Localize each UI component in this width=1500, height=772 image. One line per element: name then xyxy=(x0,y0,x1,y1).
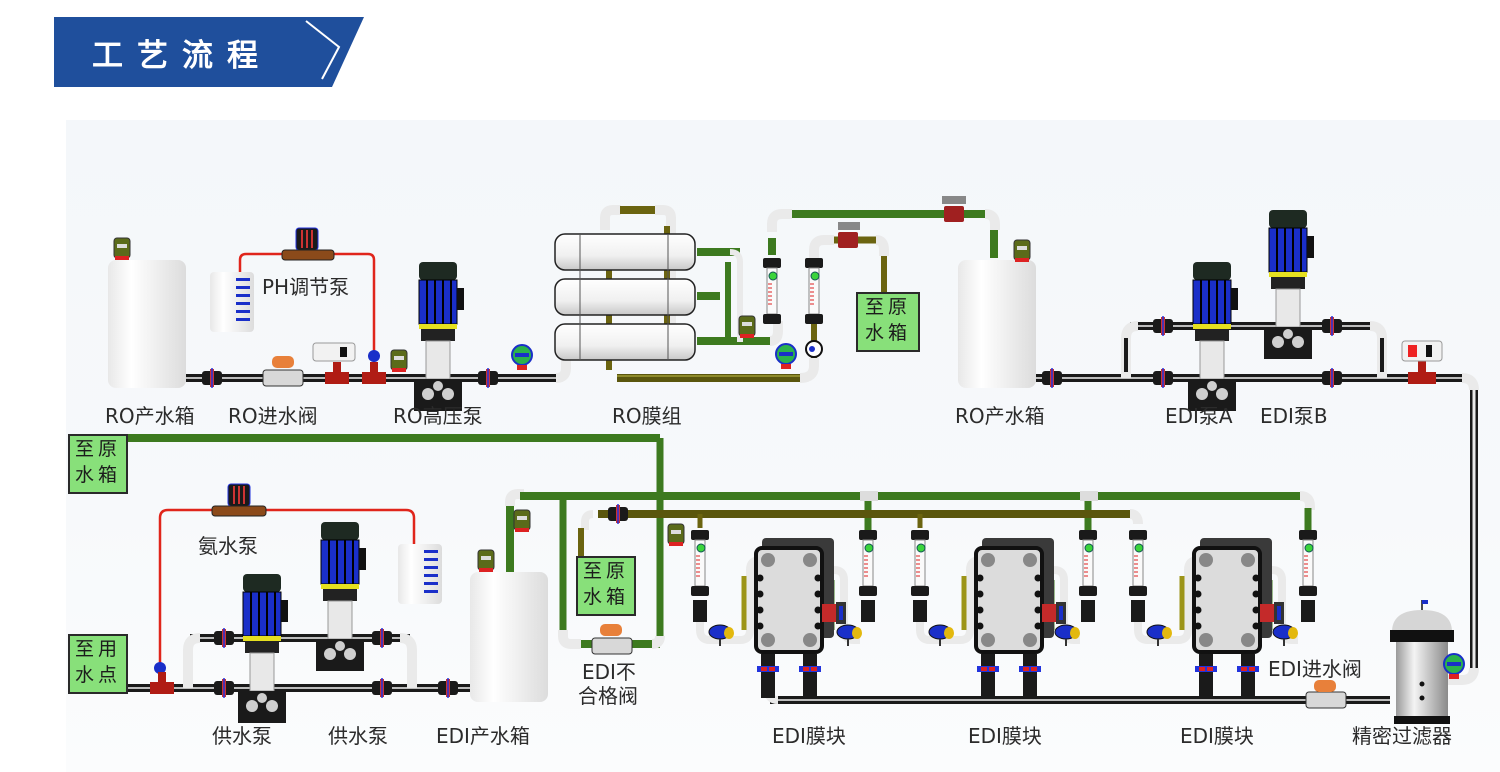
banner-accent-line xyxy=(305,20,341,80)
supply-pipes xyxy=(124,633,475,694)
to-raw-tank-box-3: 至原 水箱 xyxy=(576,556,636,616)
box-line: 水点 xyxy=(74,664,121,686)
label-edi-reject-valve-2: 合格阀 xyxy=(578,684,638,708)
label-supply-pump-2: 供水泵 xyxy=(328,724,388,748)
box-line: 水箱 xyxy=(74,464,121,486)
union-fitting-icon xyxy=(607,503,629,525)
conductivity-meter-icon xyxy=(312,342,356,362)
label-edi-module-2: EDI膜块 xyxy=(968,724,1042,748)
precision-filter-icon[interactable] xyxy=(1390,600,1454,724)
union-fitting-icon xyxy=(371,627,393,649)
label-ro-inlet-valve: RO进水阀 xyxy=(228,404,318,428)
flowmeter-icon xyxy=(690,529,710,597)
union-fitting-icon xyxy=(1152,315,1174,337)
level-sensor-icon xyxy=(477,549,495,573)
box-line: 水箱 xyxy=(864,322,911,344)
product-flowmeter-icon xyxy=(762,257,782,325)
pressure-gauge-icon xyxy=(511,344,533,371)
ro-membrane-vessels[interactable] xyxy=(554,233,696,361)
ro-product-tank-1[interactable] xyxy=(108,260,186,388)
flowmeter-icon xyxy=(910,529,930,597)
label-edi-pump-a: EDI泵A xyxy=(1165,404,1233,428)
supply-pump-1-icon[interactable] xyxy=(237,573,289,724)
edi-concentrate-pipes xyxy=(578,509,1143,556)
level-sensor-icon xyxy=(113,237,131,261)
to-raw-tank-box-2: 至原 水箱 xyxy=(68,434,128,494)
label-edi-inlet-valve: EDI进水阀 xyxy=(1268,657,1362,681)
edi-product-tank[interactable] xyxy=(470,572,548,702)
ammonia-tank-level-icon xyxy=(424,550,438,593)
conductivity-meter-icon xyxy=(1401,340,1443,362)
label-edi-pump-b: EDI泵B xyxy=(1260,404,1328,428)
edi-reject-valve-icon[interactable] xyxy=(591,624,633,655)
label-ro-product-tank-2: RO产水箱 xyxy=(955,404,1045,428)
union-fitting-icon xyxy=(437,677,459,699)
union-fitting-icon xyxy=(1041,367,1063,389)
label-edi-module-1: EDI膜块 xyxy=(772,724,846,748)
to-use-point-box: 至用 水点 xyxy=(68,634,128,694)
ph-dosing-pump-icon[interactable] xyxy=(281,227,335,261)
ro-inlet-valve-icon[interactable] xyxy=(262,356,304,387)
flowmeter-icon xyxy=(1078,529,1098,597)
label-precision-filter: 精密过滤器 xyxy=(1352,724,1452,748)
flowmeter-lower-fittings xyxy=(693,600,1315,622)
supply-pump-2-icon[interactable] xyxy=(315,521,367,672)
pressure-switch-icon xyxy=(738,315,756,339)
union-fitting-icon xyxy=(213,677,235,699)
to-raw-tank-box-1: 至原 水箱 xyxy=(856,292,920,352)
ro-product-tank-2[interactable] xyxy=(958,260,1036,388)
label-ro-high-pressure-pump: RO高压泵 xyxy=(393,404,483,428)
union-fitting-icon xyxy=(1321,315,1343,337)
edi-pump-b-icon[interactable] xyxy=(1263,209,1315,360)
edi-inlet-valve-icon[interactable] xyxy=(1305,680,1347,709)
label-supply-pump-1: 供水泵 xyxy=(212,724,272,748)
box-line: 至用 xyxy=(74,638,121,660)
concentrate-flowmeter-icon xyxy=(804,257,824,325)
label-ammonia-pump: 氨水泵 xyxy=(198,534,258,558)
concentrate-valve-icon[interactable] xyxy=(805,340,823,358)
label-edi-product-tank: EDI产水箱 xyxy=(436,724,530,748)
label-edi-reject-valve-1: EDI不 xyxy=(582,660,636,684)
union-fitting-icon xyxy=(1152,367,1174,389)
box-line: 至原 xyxy=(74,438,121,460)
label-ph-dosing-pump: PH调节泵 xyxy=(262,275,350,299)
box-line: 至原 xyxy=(582,560,629,582)
label-ro-product-tank-1: RO产水箱 xyxy=(105,404,195,428)
label-ro-membrane-group: RO膜组 xyxy=(612,404,682,428)
banner-shape xyxy=(54,17,364,87)
flowmeter-icon xyxy=(858,529,878,597)
ph-tank-level-icon xyxy=(236,278,250,321)
box-line: 至原 xyxy=(864,296,911,318)
pressure-gauge-icon xyxy=(775,343,797,370)
ammonia-pump-icon[interactable] xyxy=(211,483,267,517)
flowmeter-icon xyxy=(1128,529,1148,597)
pressure-switch-icon xyxy=(390,349,408,373)
raw-tank-return-pipe xyxy=(124,434,664,640)
ro-high-pressure-pump-icon[interactable] xyxy=(413,261,465,412)
flow-switch-icon xyxy=(838,196,966,248)
edi-pump-a-icon[interactable] xyxy=(1187,261,1239,412)
flow-sensor-icon xyxy=(513,509,531,533)
union-fitting-icon xyxy=(201,367,223,389)
title-banner xyxy=(54,17,364,87)
conductivity-tee xyxy=(1408,360,1436,384)
page-title: 工艺流程 xyxy=(92,38,272,74)
edi-module-1-icon[interactable] xyxy=(754,536,848,700)
ammonia-dosing-line xyxy=(154,508,416,674)
union-fitting-icon xyxy=(371,677,393,699)
union-fitting-icon xyxy=(1321,367,1343,389)
union-fitting-icon xyxy=(477,367,499,389)
ro-tee-fittings xyxy=(325,350,386,384)
level-sensor-icon xyxy=(1013,239,1031,263)
edi-module-2-icon[interactable] xyxy=(974,536,1068,700)
pressure-switch-icon xyxy=(667,523,685,547)
flowmeter-icon xyxy=(1298,529,1318,597)
box-line: 水箱 xyxy=(582,586,629,608)
label-edi-module-3: EDI膜块 xyxy=(1180,724,1254,748)
union-fitting-icon xyxy=(213,627,235,649)
